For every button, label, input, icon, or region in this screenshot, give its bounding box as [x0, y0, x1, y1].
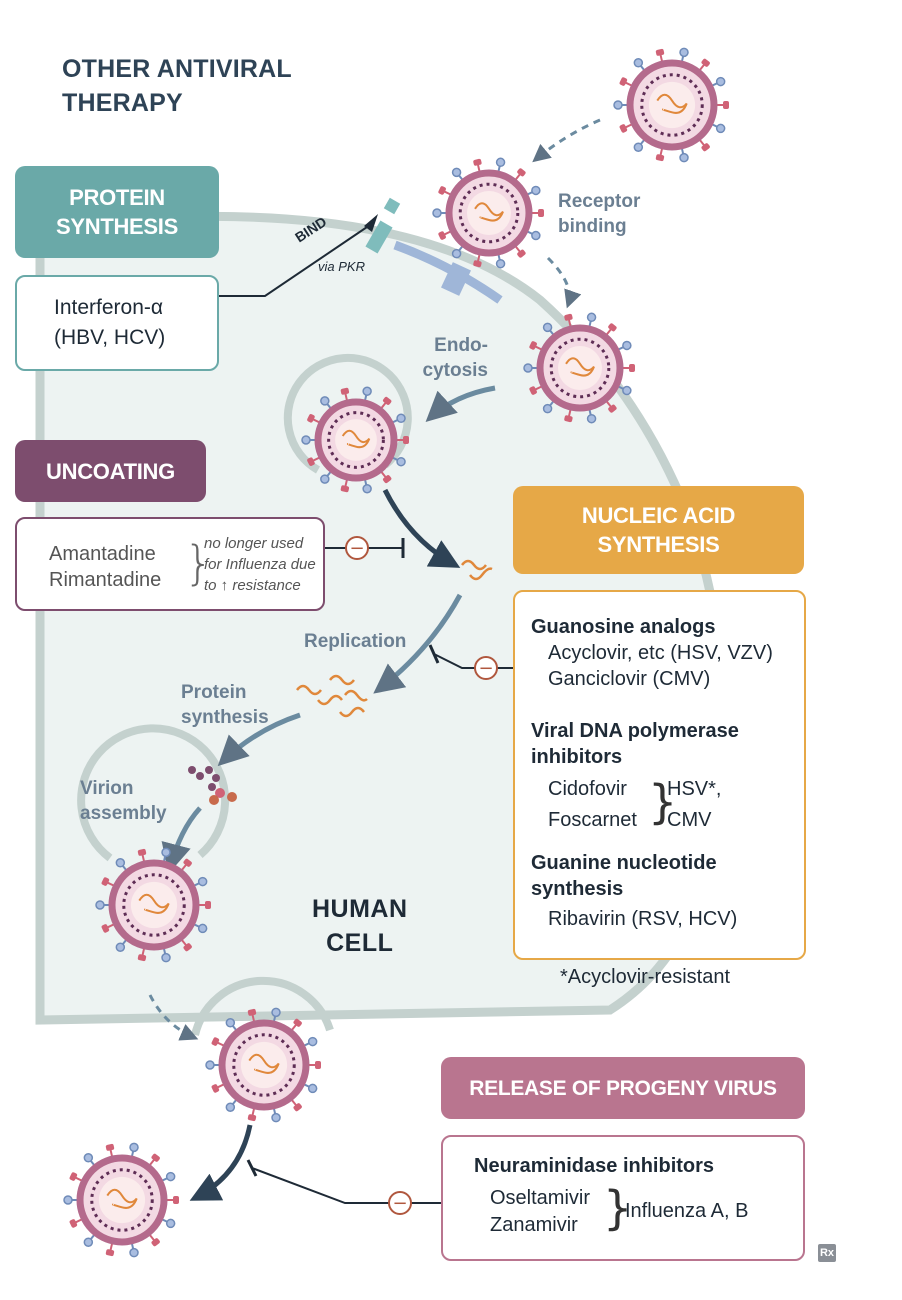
- guanine-section: Guanine nucleotide synthesis Ribavirin (…: [531, 850, 737, 932]
- nucleic-minus-circle: [474, 656, 498, 680]
- cmv-target: CMV: [667, 809, 712, 831]
- nucleic-minus-sign: −: [478, 658, 493, 679]
- oseltamivir-item: Oseltamivir: [490, 1187, 591, 1209]
- release-inhibit-line: [251, 1167, 441, 1204]
- ribavirin-item: Ribavirin (RSV, HCV): [548, 908, 738, 930]
- polymerase-heading: Viral DNA polymerase inhibitors: [531, 720, 739, 768]
- ganciclovir-item: Ganciclovir (CMV): [548, 668, 711, 690]
- via-pkr-label: via PKR: [318, 259, 365, 274]
- release-header: RELEASE OF PROGENY VIRUS: [441, 1057, 805, 1119]
- neuraminidase-drug-list: Oseltamivir Zanamivir: [490, 1185, 590, 1239]
- arrow-uncoating: [382, 488, 461, 568]
- arrow-to-endocytosis: [546, 256, 582, 309]
- nucleic-acid-header: NUCLEIC ACID SYNTHESIS: [513, 486, 804, 574]
- page-title: OTHER ANTIVIRAL THERAPY: [62, 55, 292, 117]
- replication-label: Replication: [304, 631, 407, 652]
- amantadine-label: Amantadine: [49, 543, 156, 565]
- release-minus-circle: [388, 1191, 412, 1215]
- interferon-name: Interferon-α: [54, 296, 164, 319]
- pkr-ligand: [383, 197, 401, 215]
- endosome-entry: [283, 353, 412, 474]
- bind-arrowhead: [364, 214, 378, 232]
- uncoating-note: no longer used for Influenza due to ↑ re…: [204, 535, 316, 594]
- virus-endocytosis: [523, 312, 635, 424]
- virus-released: [63, 1142, 179, 1258]
- uncoating-box: Amantadine Rimantadine } no longer used …: [15, 517, 325, 611]
- acyclovir-item: Acyclovir, etc (HSV, VZV): [548, 642, 773, 664]
- membrane-receptor: [441, 262, 471, 296]
- virus-budding: [205, 1007, 321, 1123]
- replicated-rna: [296, 674, 368, 718]
- rimantadine-label: Rimantadine: [49, 569, 162, 591]
- viral-rna-free: [461, 559, 493, 581]
- interferon-box: Interferon-α (HBV, HCV): [15, 275, 219, 371]
- arrow-to-budding: [148, 994, 199, 1041]
- acyclovir-resistant-footnote: *Acyclovir-resistant: [560, 966, 731, 988]
- virion-assembly-label: Virion assembly: [80, 778, 167, 824]
- pkr-receptor: [365, 220, 393, 254]
- virus-particles: [63, 47, 729, 1258]
- receptor-binding-label: Receptor binding: [558, 191, 641, 237]
- guanine-heading: Guanine nucleotide synthesis: [531, 852, 717, 900]
- uncoating-header: UNCOATING: [15, 440, 206, 502]
- arrow-protein-synthesis: [217, 712, 301, 767]
- influenza-target: Influenza A, B: [625, 1200, 749, 1222]
- interferon-indication: (HBV, HCV): [54, 326, 166, 349]
- release-box: Neuraminidase inhibitors Oseltamivir Zan…: [441, 1135, 805, 1261]
- budding-membrane: [191, 976, 334, 1036]
- polymerase-section: Viral DNA polymerase inhibitors Cidofovi…: [531, 718, 739, 838]
- membrane-highlight: [393, 240, 503, 304]
- human-cell-label: HUMAN CELL: [312, 895, 408, 957]
- uncoating-minus-circle: [345, 536, 369, 560]
- arrow-endocytosis: [425, 385, 496, 423]
- interferon-bind-line: [219, 224, 371, 297]
- protein-synthesis-step-label: Protein synthesis: [181, 682, 269, 728]
- neuraminidase-heading: Neuraminidase inhibitors: [474, 1155, 715, 1177]
- uncoating-brace: }: [184, 536, 214, 590]
- foscarnet-item: Foscarnet: [548, 809, 637, 831]
- release-brace: }: [603, 1181, 633, 1235]
- guanosine-section: Guanosine analogs Acyclovir, etc (HSV, V…: [531, 614, 773, 692]
- cidofovir-item: Cidofovir: [548, 778, 627, 800]
- nucleic-inhibit-bar: [428, 644, 440, 664]
- release-minus-sign: −: [392, 1193, 407, 1214]
- hsv-target: HSV*,: [667, 778, 722, 800]
- uncoating-drug-list: Amantadine Rimantadine: [49, 541, 161, 593]
- virus-endosome: [301, 386, 409, 494]
- endocytosis-label: Endo- cytosis: [422, 335, 488, 381]
- zanamivir-item: Zanamivir: [490, 1214, 578, 1236]
- release-inhibit-bar: [246, 1159, 258, 1177]
- arrow-to-receptor: [532, 118, 601, 163]
- protein-synthesis-header: PROTEIN SYNTHESIS: [15, 166, 219, 258]
- nucleic-acid-box: Guanosine analogs Acyclovir, etc (HSV, V…: [513, 590, 806, 960]
- virus-receptor-binding: [432, 157, 544, 269]
- arrow-release: [189, 1124, 253, 1201]
- polymerase-drug-group: Cidofovir Foscarnet } HSV*, CMV: [531, 775, 739, 838]
- virus-extracellular: [613, 47, 729, 163]
- synthesized-proteins: [188, 766, 237, 805]
- arrow-replication: [373, 593, 463, 694]
- rx-logo: Rx: [818, 1244, 836, 1262]
- arrow-assembly: [161, 806, 202, 874]
- uncoating-minus-sign: −: [349, 538, 364, 559]
- guanosine-heading: Guanosine analogs: [531, 616, 716, 638]
- polymerase-brace: }: [648, 775, 678, 829]
- virus-assembly: [95, 847, 211, 963]
- endosome-assembly: [77, 724, 230, 862]
